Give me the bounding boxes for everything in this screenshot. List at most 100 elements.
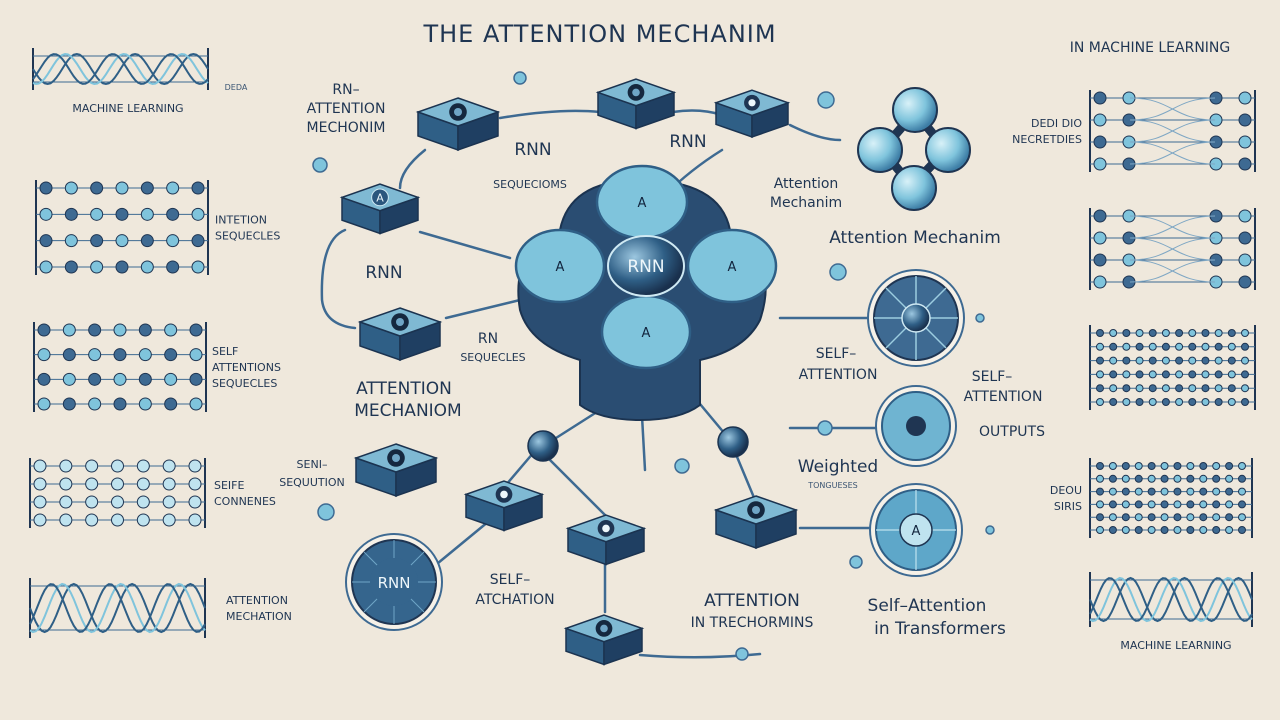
panel-node [1225,500,1234,509]
panel-node [1225,474,1234,483]
panel-node [39,181,53,195]
panel-node [1238,113,1252,127]
panel-node [1238,135,1252,149]
panel-node [90,234,104,248]
panel-node [39,260,53,274]
diagram-subtitle: IN MACHINE LEARNING [1070,40,1231,56]
panel-node [88,323,102,337]
label-left-tiny: DEDA [225,83,248,92]
hex-node [595,78,677,130]
panel-node [1161,356,1170,365]
floating-dot [674,458,690,474]
panel-node [1096,342,1104,351]
panel-node [1241,370,1249,379]
panel-node [1227,370,1236,379]
panel-node [1241,356,1249,365]
panel-node [1188,384,1197,393]
label-self-atchation: SELF– [490,572,531,588]
panel-label: INTETION [215,214,267,227]
panel-node [64,260,78,274]
panel-node [1201,384,1210,393]
side-panel [1089,208,1256,290]
panel-node [1122,356,1131,365]
panel-node [1241,384,1249,393]
panel-node [1134,526,1143,534]
panel-node [1225,462,1234,470]
panel-node [1214,384,1223,393]
panel-node [1175,342,1184,351]
panel-node [1212,513,1221,522]
panel-node [1238,91,1252,105]
panel-node [1212,474,1221,483]
panel-node [33,513,47,527]
side-panel: MACHINE LEARNING [1089,572,1253,652]
panel-node [1121,500,1130,509]
panel-node [136,459,150,473]
panel-node [1241,329,1249,337]
panel-node [189,397,203,411]
panel-node [1161,370,1170,379]
panel-node [62,323,76,337]
panel-node [189,348,203,362]
label-attention-mechanism-top: Mechanim [770,195,842,211]
panel-node [1175,329,1184,337]
panel-node [64,207,78,221]
panel-node [1212,526,1221,534]
panel-node [1227,356,1236,365]
panel-node [111,513,124,527]
connector-line [398,148,427,190]
floating-dot [975,313,985,323]
panel-node [1186,462,1195,470]
label-rn-seqecles: RN [478,331,498,347]
panel-node [111,495,124,509]
hex-node [713,89,791,139]
panel-node [59,495,73,509]
panel-node [59,459,73,473]
hex-node [357,307,443,362]
molecule-atom [891,165,937,211]
label-attention-trechormins: IN TRECHORMINS [691,615,814,631]
panel-node [64,234,78,248]
panel-label: SELF [212,345,238,358]
panel-node [1096,500,1104,509]
label-seni-seqution: SENI– [297,458,328,471]
panel-node [1096,398,1104,406]
panel-node [1201,329,1210,337]
panel-node [1238,487,1246,496]
label-attention-trechormins: ATTENTION [704,591,800,611]
panel-node [1186,487,1195,496]
dial-center [899,513,933,547]
label-rnn-top: RNN [669,132,706,152]
panel-node [1173,474,1182,483]
center-hub: RNN A A A A [514,164,778,422]
panel-node [37,323,51,337]
panel-node [1199,513,1208,522]
panel-node [1186,513,1195,522]
label-self-atchation: ATCHATION [475,592,554,608]
side-panel [1089,325,1256,410]
panel-node [162,459,176,473]
floating-dot [985,525,995,535]
panel-node [1096,487,1104,496]
panel-node [1241,398,1249,406]
panel-node [1160,462,1169,470]
panel-node [1134,462,1143,470]
panel-node [138,372,152,386]
label-self-attention-transformers: Self–Attention [868,596,987,616]
label-weighted: TONGUESES [807,481,858,490]
panel-node [1199,487,1208,496]
connector-line [418,230,512,260]
panel-node [64,181,78,195]
panel-node [1175,356,1184,365]
panel-node [1134,500,1143,509]
panel-node [1148,329,1157,337]
junction-node [717,426,749,458]
panel-label: NECRETDIES [1012,133,1082,146]
panel-node [1093,113,1107,127]
panel-node [1093,135,1107,149]
panel-node [1227,398,1236,406]
panel-node [1238,526,1246,534]
panel-node [113,348,127,362]
